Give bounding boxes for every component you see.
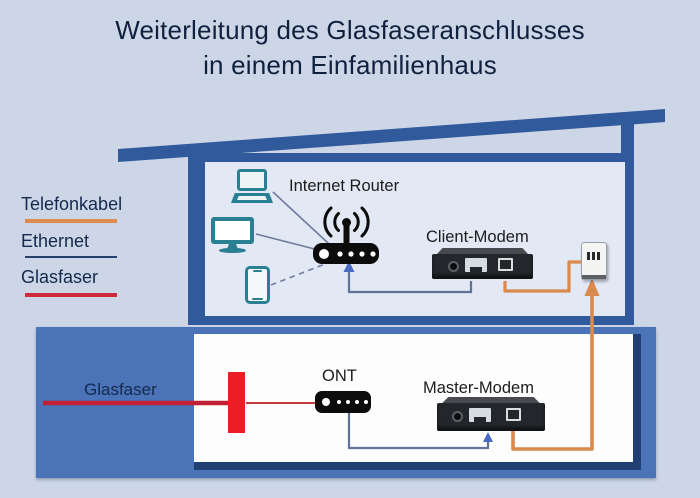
monitor-icon <box>211 217 254 253</box>
phone-socket-icon <box>581 242 607 280</box>
power-jack-icon <box>452 411 463 422</box>
legend-label-glasfaser: Glasfaser <box>21 267 99 287</box>
title-line-1: Weiterleitung des Glasfaseranschlusses <box>115 15 585 45</box>
legend-label-ethernet: Ethernet <box>21 231 90 251</box>
legend-line-ethernet <box>25 256 117 258</box>
phone-port-icon <box>506 408 521 421</box>
master-modem-label: Master-Modem <box>423 379 534 397</box>
legend-label-telefonkabel: Telefonkabel <box>21 194 123 214</box>
ethernet-port-icon <box>469 408 491 422</box>
ethernet-port-icon <box>465 258 487 272</box>
master-modem-device <box>437 397 545 432</box>
phone-port-icon <box>498 258 513 271</box>
title-line-2: in einem Einfamilienhaus <box>203 50 497 80</box>
fiber-line-label: Glasfaser <box>84 380 157 399</box>
internet-router-label: Internet Router <box>289 177 400 195</box>
power-jack-icon <box>448 261 459 272</box>
legend-line-telefonkabel <box>25 219 117 223</box>
client-modem-label: Client-Modem <box>426 228 529 246</box>
legend-line-glasfaser <box>25 293 117 297</box>
ont-device <box>315 391 371 413</box>
basement-room <box>194 334 641 470</box>
client-modem-device <box>432 248 533 280</box>
page-title: Weiterleitung des Glasfaseranschlusses i… <box>0 13 700 83</box>
smartphone-icon <box>245 266 270 304</box>
fiber-termination-block <box>228 372 245 433</box>
ont-label: ONT <box>322 367 357 385</box>
laptop-icon <box>231 169 273 205</box>
